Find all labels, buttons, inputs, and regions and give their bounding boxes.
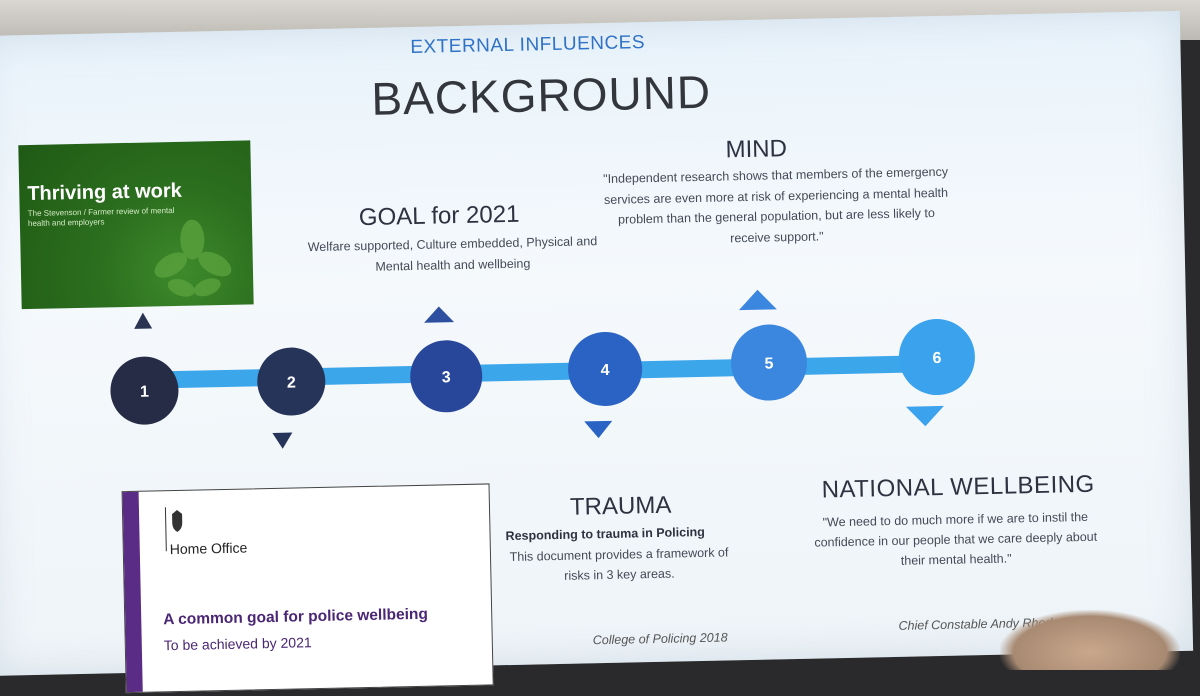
timeline-node-label: 3: [442, 369, 451, 386]
timeline-node: [898, 319, 975, 396]
timeline-node: [110, 356, 179, 425]
timeline-node-label: 1: [140, 384, 149, 401]
trauma-title: TRAUMA: [569, 491, 672, 521]
projected-slide: EXTERNAL INFLUENCES BACKGROUND Thriving …: [0, 10, 1194, 694]
home-office-goal: A common goal for police wellbeing: [163, 605, 429, 629]
crest-divider: [164, 507, 167, 552]
timeline-node: [410, 340, 483, 413]
down-arrow-icon: [905, 405, 944, 427]
down-arrow-icon: [272, 432, 293, 449]
up-arrow-icon: [134, 312, 153, 329]
timeline-node-label: 2: [287, 374, 296, 391]
timeline-node-label: 4: [601, 362, 610, 379]
home-office-sub: To be achieved by 2021: [163, 634, 312, 654]
up-arrow-icon: [424, 306, 455, 323]
trauma-description: This document provides a framework of ri…: [509, 545, 729, 583]
thriving-at-work-cover: Thriving at work The Stevenson / Farmer …: [18, 140, 254, 310]
timeline-node: [257, 347, 326, 416]
leaf-logo-icon: [154, 219, 232, 297]
home-office-document: Home Office A common goal for police wel…: [121, 483, 494, 694]
home-office-name: Home Office: [169, 539, 248, 558]
timeline-node-label: 5: [764, 355, 773, 372]
timeline: 1 2 3 4 5 6: [110, 289, 975, 449]
national-wellbeing-title: NATIONAL WELLBEING: [821, 470, 1095, 504]
national-wellbeing-quote: "We need to do much more if we are to in…: [814, 509, 1098, 568]
timeline-node: [568, 331, 643, 406]
purple-accent-bar: [122, 491, 143, 693]
timeline-node: [731, 324, 808, 401]
timeline-node-label: 6: [932, 350, 941, 367]
audience-head: [1000, 610, 1180, 670]
crest-icon: [172, 509, 183, 532]
trauma-source: College of Policing 2018: [592, 630, 728, 648]
down-arrow-icon: [584, 420, 613, 439]
up-arrow-icon: [738, 289, 777, 311]
